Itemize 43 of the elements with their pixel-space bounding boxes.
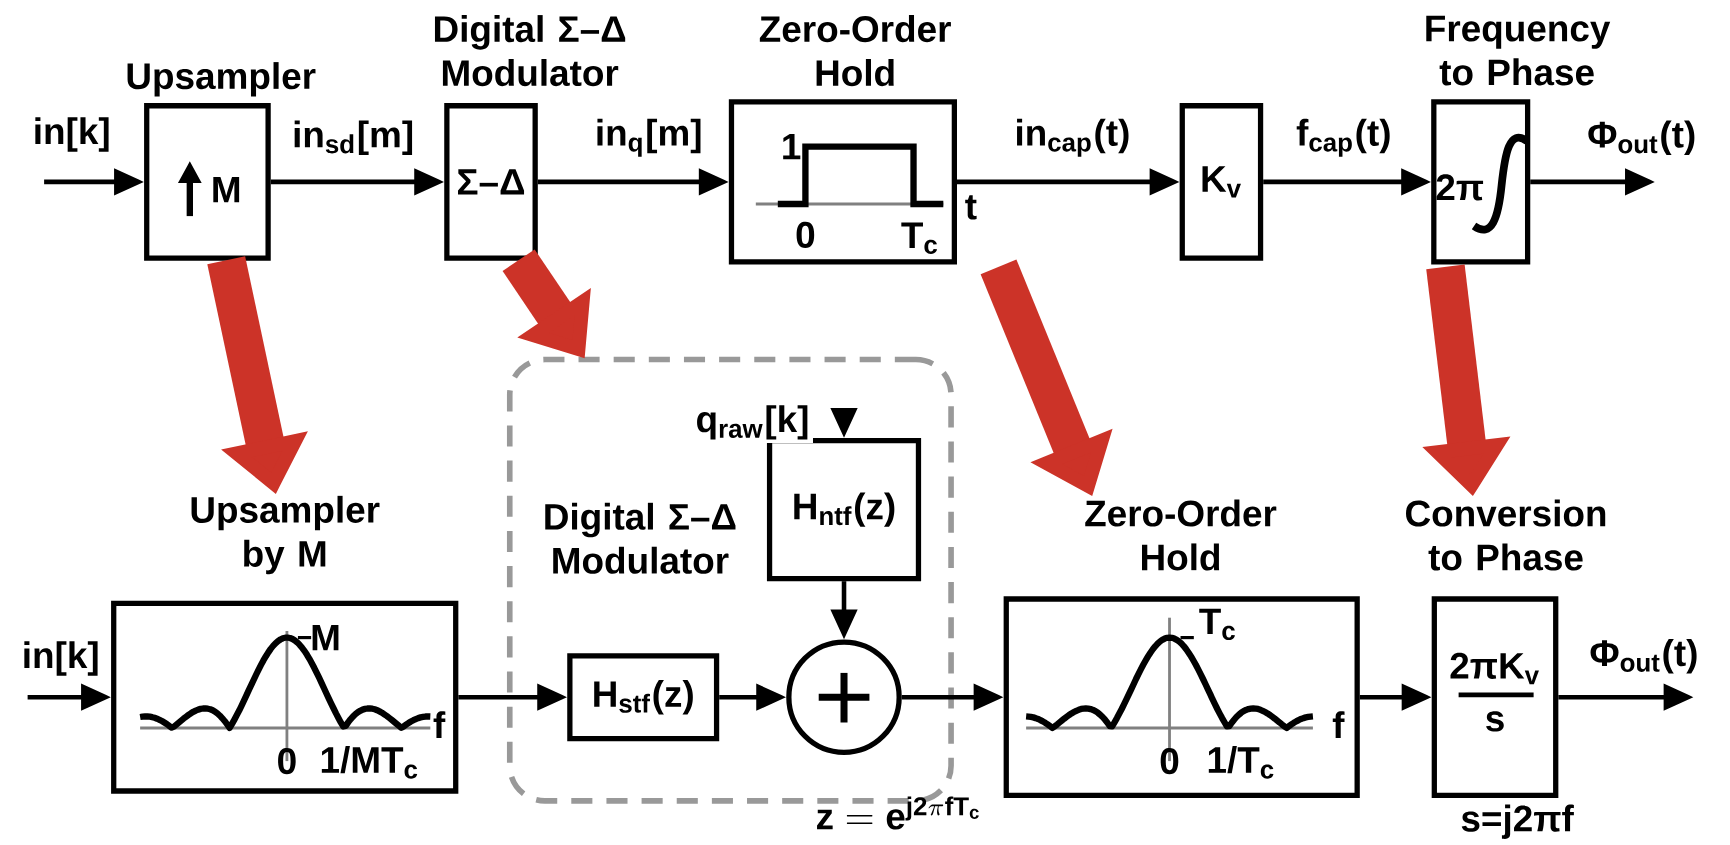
edge-label: f$_{cap}$(t) (1292, 115, 1396, 161)
block-title: Frequency to Phase (1426, 15, 1611, 86)
block-title: Zero-Order Hold (759, 15, 951, 87)
block-label: Σ–Δ (458, 169, 525, 195)
edge-label: q$_{raw}$[k] (692, 401, 813, 444)
block-label: M (213, 176, 240, 203)
block-label: s (1486, 711, 1504, 732)
edge-label: in[k] (29, 113, 115, 156)
block-title: Conversion to Phase (1406, 499, 1606, 571)
axis-label: M (312, 624, 339, 651)
block-title: Digital Σ–Δ Modulator (545, 502, 736, 574)
axis-label: T$_{c}$ (1199, 608, 1235, 641)
adder-circle (786, 639, 902, 755)
axis-label: f (1332, 711, 1345, 739)
block-title: Upsampler (127, 62, 316, 97)
edge-label: in$_{q}$[m] (591, 115, 707, 161)
axis-label: 0 (1160, 748, 1179, 775)
edge-label: in[k] (18, 637, 104, 680)
block-label: H$_{ntf}$(z) (794, 492, 895, 527)
note-label: s=j2πf (1461, 804, 1574, 839)
axis-label: 1 (783, 133, 801, 160)
axis-label: 1/T$_{c}$ (1208, 745, 1274, 779)
block-box (766, 438, 922, 582)
axis-label: f (433, 711, 446, 739)
block-box (1179, 103, 1264, 261)
axis-label: T$_{c}$ (901, 222, 938, 254)
note-label: $\mathbf{z=e^{j2\pi fT_c}}$ (817, 796, 979, 830)
block-box (567, 653, 720, 742)
block-title: Upsampler by M (191, 495, 380, 575)
edge-label: Φ$_{out}$(t) (1583, 117, 1700, 159)
block-title: Digital Σ–Δ Modulator (434, 15, 626, 87)
axis-label: t (965, 195, 977, 220)
block-label: 2π (1436, 174, 1484, 201)
edge-label: in$_{sd}$[m] (288, 117, 418, 159)
axis-label: 0 (796, 221, 815, 248)
block-label: H$_{stf}$(z) (594, 680, 693, 715)
block-label: 2πK$_{v}$ (1450, 652, 1539, 685)
axis-label: 1/MT$_{c}$ (321, 745, 418, 779)
block-title: Zero-Order Hold (1085, 499, 1277, 571)
edge-label: in$_{cap}$(t) (1010, 115, 1134, 161)
edge-label: Φ$_{out}$(t) (1585, 635, 1702, 677)
block-label: K$_{v}$ (1202, 166, 1241, 198)
axis-label: 0 (278, 748, 296, 775)
